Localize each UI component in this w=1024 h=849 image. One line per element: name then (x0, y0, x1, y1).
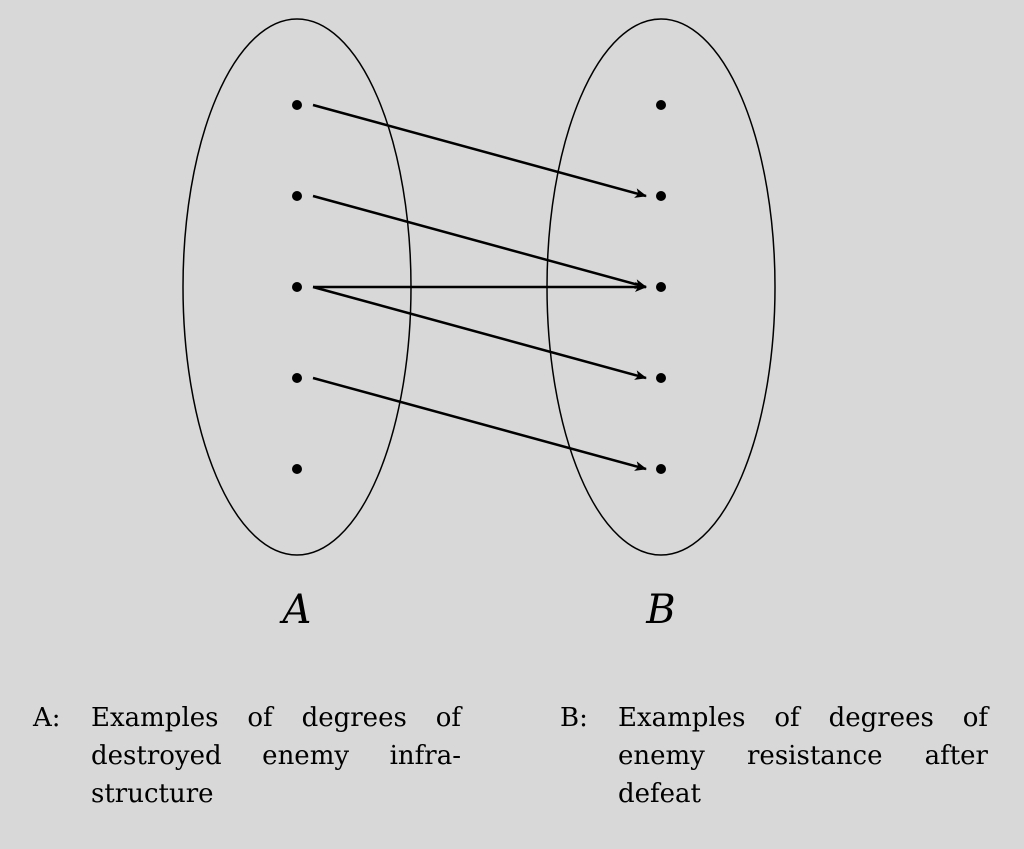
set-b-point (656, 191, 666, 201)
caption-b-key: B: (560, 703, 588, 733)
set-a-point (292, 373, 302, 383)
caption-a-key: A: (33, 703, 61, 733)
mapping-arrow (312, 194, 647, 289)
mapping-arrow (312, 376, 647, 471)
caption-b-line: enemy resistance after (618, 741, 988, 771)
set-b-points (656, 100, 666, 474)
caption-a-line: destroyed enemy infra- (91, 741, 461, 771)
caption-b-line: Examples of degrees of (618, 703, 988, 733)
set-b-point (656, 464, 666, 474)
set-a-point (292, 282, 302, 292)
mapping-arrow (312, 103, 647, 198)
set-a-point (292, 100, 302, 110)
mapping-diagram: A B (182, 18, 776, 633)
set-a-point (292, 464, 302, 474)
caption-b-text: Examples of degrees of enemy resistance … (618, 699, 988, 813)
caption-b-line: defeat (618, 779, 701, 809)
caption-a-line: structure (91, 779, 214, 809)
set-b-point (656, 373, 666, 383)
caption-a-line: Examples of degrees of (91, 703, 461, 733)
caption-a: A: Examples of degrees of destroyed enem… (33, 699, 461, 813)
set-a-label: A (279, 587, 312, 633)
mapping-arrows (312, 103, 647, 471)
caption-b: B: Examples of degrees of enemy resistan… (560, 699, 988, 813)
mapping-arrow (312, 285, 647, 380)
set-a-point (292, 191, 302, 201)
set-a-points (292, 100, 302, 474)
set-b-point (656, 282, 666, 292)
caption-a-text: Examples of degrees of destroyed enemy i… (91, 699, 461, 813)
set-b-point (656, 100, 666, 110)
set-b-label: B (645, 587, 675, 633)
